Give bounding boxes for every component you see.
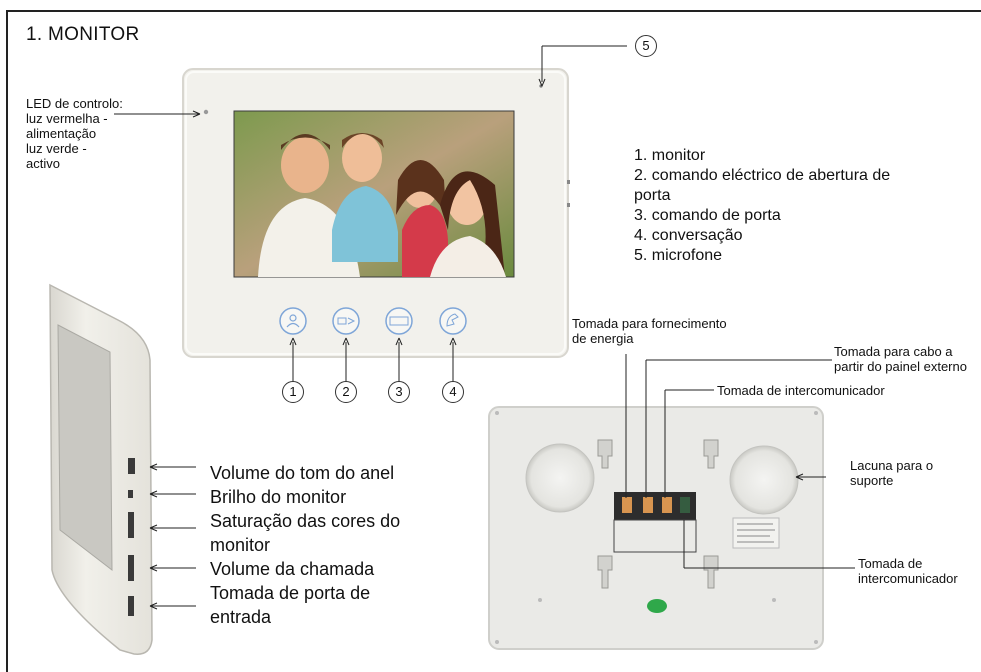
label-line: Tomada para fornecimento [572, 316, 727, 331]
label-line: intercomunicador [858, 571, 958, 586]
intercom-socket-2-label: Tomada de intercomunicador [858, 556, 980, 586]
bracket-gap-label: Lacuna para o suporte [850, 458, 933, 488]
side-callout-lines [149, 463, 196, 610]
front-monitor [182, 68, 570, 358]
callout-number-1: 1 [282, 381, 304, 403]
legend-item: 4. conversação [634, 227, 743, 244]
led-label-line: alimentação [26, 126, 97, 141]
side-view-monitor [49, 283, 153, 655]
led-label-line: luz vermelha - [26, 111, 108, 126]
border-frame [6, 10, 981, 672]
screen-photo [233, 110, 515, 278]
callout-number-4: 4 [442, 381, 464, 403]
side-labels: Volume do tom do anel Brilho do monitor … [210, 461, 400, 629]
led-indicator [203, 109, 209, 115]
callout-lines [114, 45, 627, 382]
label-line: Lacuna para o [850, 458, 934, 473]
label-line: suporte [850, 473, 894, 488]
page-title: 1. MONITOR [26, 24, 140, 45]
intercom-socket-label: Tomada de intercomunicador [717, 383, 885, 398]
external-cable-label: Tomada para cabo a partir do painel exte… [834, 344, 980, 374]
legend-item: 2. comando eléctrico de abertura de [634, 167, 891, 184]
label-line: Tomada de intercomunicador [717, 383, 885, 398]
side-label: monitor [210, 535, 271, 555]
green-led [647, 599, 667, 613]
label-line: Tomada de [858, 556, 923, 571]
label-line: Tomada para cabo a [834, 344, 953, 359]
rating-label [732, 517, 780, 549]
legend-list: 1. monitor 2. comando eléctrico de abert… [634, 146, 890, 266]
side-label: Volume da chamada [210, 559, 375, 579]
back-callout-lines [625, 354, 855, 569]
side-label: Volume do tom do anel [210, 463, 395, 483]
ring-volume-slider[interactable] [128, 458, 135, 474]
legend-item: 3. comando de porta [634, 207, 781, 224]
led-label: LED de controlo: luz vermelha - alimenta… [26, 96, 123, 171]
door-command-button[interactable] [385, 307, 413, 335]
side-label: Tomada de porta de [210, 583, 371, 603]
callout-number-3: 3 [388, 381, 410, 403]
door-socket [128, 596, 134, 616]
led-label-line: LED de controlo: [26, 96, 123, 111]
back-view-monitor [488, 406, 824, 650]
legend-item: 1. monitor [634, 147, 706, 164]
label-line: partir do painel externo [834, 359, 967, 374]
led-label-line: activo [26, 156, 60, 171]
side-label: Saturação das cores do [210, 511, 401, 531]
call-volume-slider[interactable] [128, 555, 134, 581]
saturation-slider[interactable] [128, 512, 134, 538]
callout-number-5: 5 [635, 35, 657, 57]
power-socket-label: Tomada para fornecimento de energia [572, 316, 727, 346]
label-line: de energia [572, 331, 634, 346]
side-label: entrada [210, 607, 272, 627]
led-label-line: luz verde - [26, 141, 87, 156]
callout-number-2: 2 [335, 381, 357, 403]
side-label: Brilho do monitor [210, 487, 347, 507]
legend-item: 5. microfone [634, 247, 723, 264]
front-buttons [279, 307, 467, 335]
legend-item: porta [634, 187, 671, 204]
brightness-slider[interactable] [128, 490, 133, 498]
